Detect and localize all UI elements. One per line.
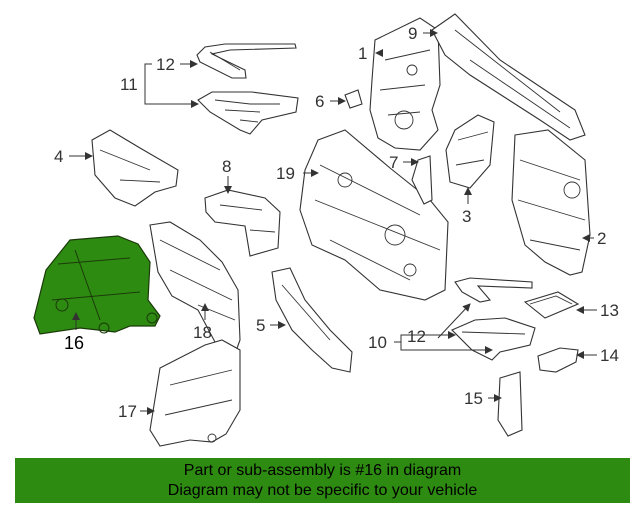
callout-9: 9 — [408, 24, 417, 43]
callout-18: 18 — [193, 323, 212, 342]
part-9-cowl[interactable] — [431, 13, 586, 141]
callout-13: 13 — [600, 301, 619, 320]
callout-15: 15 — [464, 389, 483, 408]
part-12-lower-seal[interactable] — [454, 277, 533, 303]
callout-4: 4 — [54, 147, 63, 166]
part-5-rail[interactable] — [271, 267, 353, 373]
banner-line-1: Part or sub-assembly is #16 in diagram — [183, 462, 462, 479]
part-12-seal[interactable] — [196, 43, 297, 79]
callout-1: 1 — [358, 44, 367, 63]
part-10-bracket[interactable] — [451, 317, 536, 361]
part-6-clip[interactable] — [344, 89, 363, 109]
callout-17: 17 — [118, 402, 137, 421]
part-3-panel[interactable] — [445, 114, 495, 189]
part-4-panel[interactable] — [91, 129, 179, 207]
callout-6: 6 — [315, 92, 324, 111]
part-8-bracket[interactable] — [204, 189, 281, 257]
banner-line-2: Diagram may not be specific to your vehi… — [167, 482, 478, 499]
part-2-panel[interactable] — [511, 129, 591, 276]
info-banner: Part or sub-assembly is #16 in diagram D… — [15, 458, 630, 503]
callout-3: 3 — [462, 207, 471, 226]
callout-12-top: 12 — [156, 55, 175, 74]
part-7-brace[interactable] — [411, 155, 433, 205]
callout-labels: 12 11 1 9 6 4 8 19 7 3 2 18 5 12 10 13 1… — [54, 24, 619, 421]
callout-11: 11 — [120, 75, 138, 94]
callout-7: 7 — [389, 153, 398, 172]
callout-16: 16 — [64, 333, 84, 353]
part-16-highlighted[interactable] — [33, 235, 161, 335]
callout-2: 2 — [597, 229, 606, 248]
part-15-post[interactable] — [497, 371, 523, 437]
parts-diagram: 12 11 1 9 6 4 8 19 7 3 2 18 5 12 10 13 1… — [33, 13, 619, 447]
callout-8: 8 — [222, 157, 231, 176]
part-14-bracket[interactable] — [537, 347, 579, 373]
callout-5: 5 — [256, 316, 265, 335]
part-1-dash-panel[interactable] — [369, 17, 441, 151]
part-19-firewall[interactable] — [299, 129, 449, 301]
part-13-filter[interactable] — [523, 291, 580, 319]
callout-19: 19 — [276, 164, 295, 183]
part-11-bracket[interactable] — [197, 91, 299, 135]
part-17-lower-panel[interactable] — [149, 339, 241, 447]
callout-14: 14 — [600, 346, 619, 365]
leader-lines — [69, 29, 597, 415]
callout-12-lower: 12 — [407, 327, 426, 346]
callout-10: 10 — [368, 333, 387, 352]
